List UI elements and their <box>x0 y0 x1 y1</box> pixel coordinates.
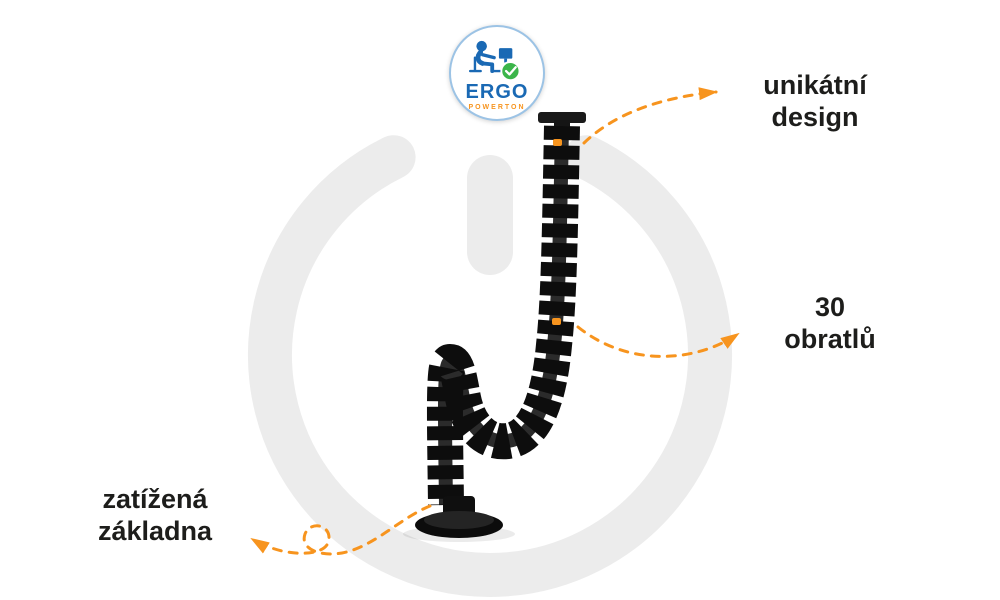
power-icon-ring <box>248 135 732 597</box>
power-icon <box>248 135 732 597</box>
label-unique-design-line1: unikátní <box>763 70 867 100</box>
ergo-logo-badge: ERGO POWERTON <box>449 25 545 121</box>
clip-middle <box>552 318 561 325</box>
clip-top <box>553 139 562 146</box>
ergo-logo-art <box>468 40 521 82</box>
top-bracket-neck <box>554 120 570 130</box>
logo-brand-text: ERGO <box>465 81 529 103</box>
arrow-to-weighted-base <box>250 504 432 556</box>
top-bracket <box>538 112 586 123</box>
arrow-to-vertebrae <box>576 325 740 358</box>
base-plate-top <box>424 511 494 529</box>
arrow-to-unique-design <box>582 87 718 145</box>
label-unique-design-line2: design <box>771 101 859 132</box>
label-weighted-base-line2: základna <box>97 515 213 546</box>
cable-spine-illustration <box>403 112 586 542</box>
logo-subbrand-text: POWERTON <box>468 104 526 111</box>
spine-vertebrae <box>426 125 580 506</box>
label-30-vertebrae-line2: obratlů <box>784 323 876 354</box>
check-badge-icon <box>500 61 521 82</box>
label-weighted-base: zatížená základna <box>80 484 230 547</box>
label-weighted-base-line1: zatížená <box>102 484 208 514</box>
annotation-arrows <box>250 87 740 556</box>
label-30-vertebrae-line1: 30 <box>814 292 846 322</box>
label-30-vertebrae: 30 obratlů <box>750 292 910 355</box>
label-unique-design: unikátní design <box>735 70 895 133</box>
